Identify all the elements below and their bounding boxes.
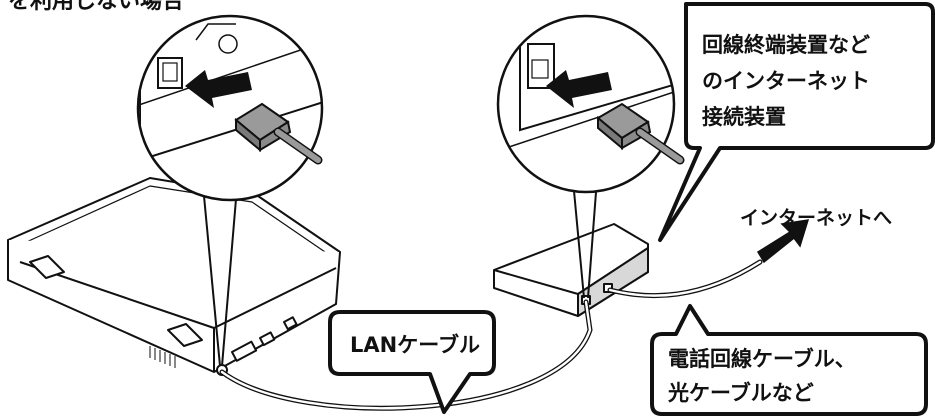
internet-label: インターネットへ (740, 207, 892, 229)
device-callout-line-3: 接続装置 (702, 105, 786, 129)
device-callout-line-1: 回線終端装置など (702, 33, 870, 57)
laptop (8, 178, 340, 375)
lan-callout: LANケーブル (330, 312, 494, 412)
device-callout: 回線終端装置など のインターネット 接続装置 (660, 4, 933, 240)
laptop-port-magnifier (130, 16, 330, 200)
device-port-magnifier (498, 16, 690, 192)
phone-line-callout: 電話回線ケーブル、 光ケーブルなど (652, 306, 926, 414)
lan-callout-label: LANケーブル (350, 333, 480, 357)
network-device (494, 224, 648, 316)
phone-callout-line-2: 光ケーブルなど (667, 381, 814, 405)
phone-callout-line-1: 電話回線ケーブル、 (668, 347, 856, 371)
device-callout-line-2: のインターネット (702, 69, 870, 93)
header-text: を利用しない場合 (8, 0, 185, 14)
